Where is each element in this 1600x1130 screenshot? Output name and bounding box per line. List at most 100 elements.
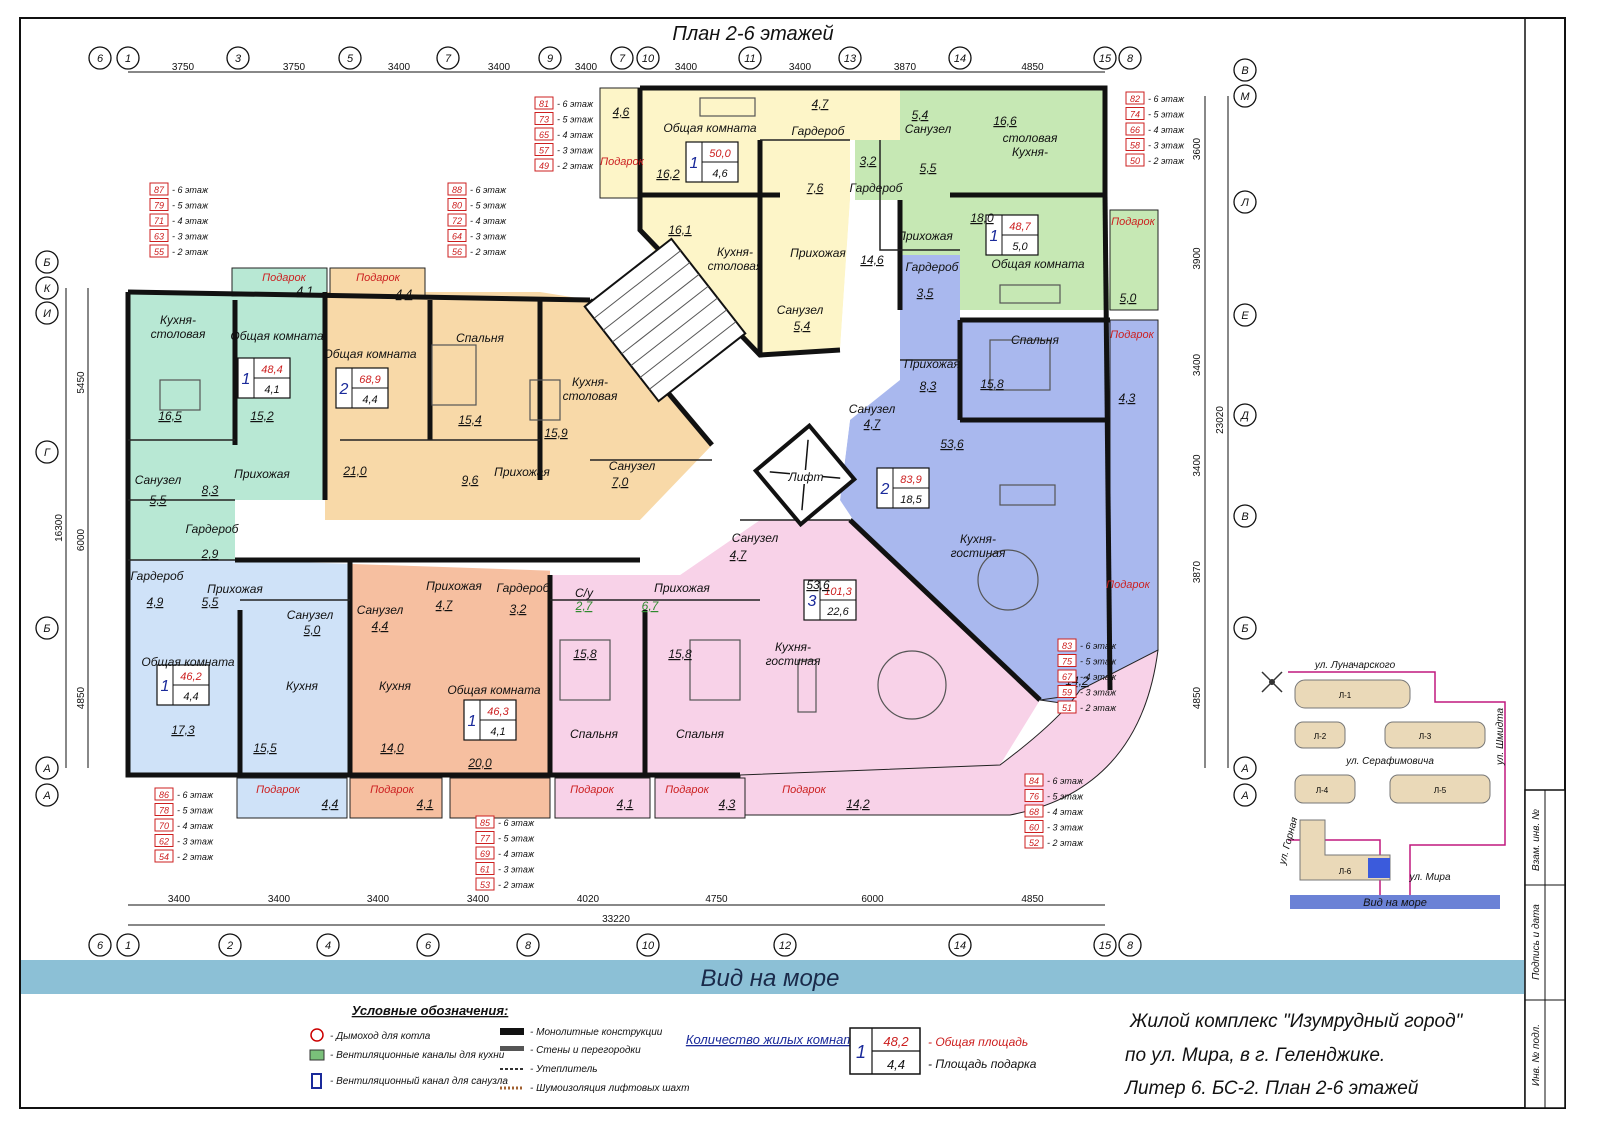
- room-label: Кухня-: [717, 245, 753, 259]
- floor-label: - 5 этаж: [1080, 657, 1117, 667]
- room-label: Кухня-: [960, 532, 996, 546]
- room-label: Общая комната: [447, 683, 541, 697]
- room-area: 4,7: [812, 97, 830, 111]
- room-area: 4,7: [730, 548, 748, 562]
- legend-item: - Вентиляционный канал для санузла: [330, 1076, 508, 1087]
- axis-bubble-right: [1233, 403, 1257, 427]
- floor-label: - 4 этаж: [172, 216, 209, 226]
- axis-bubble-top: [1118, 46, 1142, 70]
- axis-bubble-top: [1093, 46, 1117, 70]
- legend-title: Условные обозначения:: [352, 1003, 509, 1018]
- apartment-6-zone: [550, 520, 1040, 775]
- apartment-total-area: 46,2: [180, 671, 201, 683]
- legend-item: - Стены и перегородки: [530, 1045, 641, 1056]
- axis-bubble-top-label: 15: [1099, 53, 1112, 65]
- room-area: 16,6: [993, 114, 1017, 128]
- apartment-box: 148,75,0: [985, 214, 1039, 256]
- room-area: 3,2: [510, 602, 527, 616]
- room-label: Гардероб: [792, 124, 846, 138]
- axis-bubble-bottom: [516, 933, 540, 957]
- gift-area: 4,1: [617, 797, 634, 811]
- gift-area: 14,2: [846, 797, 870, 811]
- legend-item: - Вентиляционные каналы для кухни: [330, 1050, 505, 1061]
- axis-bubble-right: [1233, 58, 1257, 82]
- floor-label: - 3 этаж: [498, 865, 535, 875]
- wall-icon: [500, 1046, 524, 1051]
- room-area: 15,8: [668, 647, 692, 661]
- axis-bubble-left-label: Б: [43, 623, 50, 635]
- apartment-number: 72: [452, 216, 462, 226]
- gift-label: Подарок: [1106, 579, 1151, 591]
- room-area: 18,0: [970, 211, 994, 225]
- axis-bubble-right: [1233, 756, 1257, 780]
- apartment-number: 65: [539, 130, 550, 140]
- apartment-number: 80: [452, 201, 462, 211]
- apartment-rooms: 3: [808, 593, 817, 610]
- apartment-box: 283,918,5: [876, 467, 930, 509]
- legend-item: - Дымоход для котла: [330, 1031, 431, 1042]
- floor-label: - 3 этаж: [1080, 688, 1117, 698]
- floor-label: - 5 этаж: [177, 806, 214, 816]
- apartment-number: 87: [154, 185, 165, 195]
- room-label: Прихожая: [904, 357, 960, 371]
- apartment-gift-area: 22,6: [826, 606, 849, 618]
- floor-label: - 6 этаж: [470, 185, 507, 195]
- legend-sample-balcony: 4,4: [887, 1057, 905, 1072]
- floor-label: - 5 этаж: [1047, 792, 1084, 802]
- gift-area: 4,3: [719, 797, 736, 811]
- axis-bubble-top: [636, 46, 660, 70]
- apartment-number: 55: [154, 247, 165, 257]
- floor-label: - 3 этаж: [1047, 823, 1084, 833]
- apartment-box: 146,34,1: [463, 699, 517, 741]
- axis-bubble-top-label: 10: [642, 53, 655, 65]
- apartment-number: 53: [480, 880, 490, 890]
- site-block-label: Л-2: [1314, 732, 1327, 741]
- apartment-number: 78: [159, 806, 169, 816]
- axis-bubble-left: [35, 783, 59, 807]
- room-label: Прихожая: [897, 229, 953, 243]
- floor-label: - 3 этаж: [1148, 141, 1185, 151]
- axis-bubble-right-label: Е: [1241, 310, 1249, 322]
- apartment-number: 75: [1062, 657, 1073, 667]
- axis-bubble-top: [338, 46, 362, 70]
- apartment-number: 68: [1029, 807, 1039, 817]
- room-label: Гардероб: [850, 181, 904, 195]
- legend-balcony-label: - Площадь подарка: [928, 1057, 1037, 1071]
- axis-bubble-left: [35, 616, 59, 640]
- apartment-rooms: 2: [880, 481, 890, 498]
- legend-count-label: Количество жилых комнат: [686, 1032, 854, 1047]
- floor-label: - 2 этаж: [470, 247, 507, 257]
- axis-bubble-bottom-label: 8: [1127, 940, 1134, 952]
- axis-bubble-bottom-label: 2: [226, 940, 233, 952]
- axis-bubble-right: [1233, 303, 1257, 327]
- legend-total-label: - Общая площадь: [928, 1035, 1028, 1049]
- dimension-label: 3400: [367, 894, 390, 905]
- axis-bubble-bottom: [636, 933, 660, 957]
- gift-label: Подарок: [570, 784, 615, 796]
- axis-bubble-bottom-label: 14: [954, 940, 966, 952]
- room-label: Спальня: [1011, 333, 1059, 347]
- gift-label: Подарок: [665, 784, 710, 796]
- room-area: 20,0: [467, 756, 492, 770]
- axis-bubble-bottom-label: 10: [642, 940, 655, 952]
- site-block-label: Л-1: [1339, 691, 1352, 700]
- room-area: 9,6: [462, 473, 479, 487]
- axis-bubble-left: [35, 276, 59, 300]
- monolithic-icon: [500, 1028, 524, 1035]
- apartment-number: 85: [480, 818, 491, 828]
- room-label: Общая комната: [141, 655, 235, 669]
- axis-bubble-top-label: 14: [954, 53, 966, 65]
- apartment-gift-area: 18,5: [900, 494, 922, 506]
- axis-bubble-top-label: 7: [445, 53, 452, 65]
- apartment-rooms: 1: [690, 155, 699, 172]
- dimension-total: 23020: [1215, 406, 1226, 434]
- bathroom-vent-icon: [311, 1073, 322, 1089]
- apartment-number: 74: [1130, 110, 1140, 120]
- axis-bubble-right-label: Б: [1241, 623, 1248, 635]
- gift-label: Подарок: [1111, 216, 1156, 228]
- room-area: 7,0: [612, 475, 629, 489]
- axis-bubble-left: [35, 250, 59, 274]
- apartment-number: 70: [159, 821, 169, 831]
- axis-bubble-top: [116, 46, 140, 70]
